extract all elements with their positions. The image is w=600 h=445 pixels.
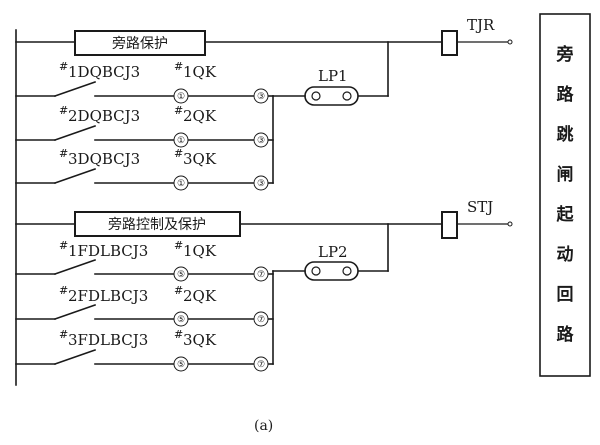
g2-row3-terminal-left-label: ⑤ (177, 360, 185, 370)
g2-row3-terminal-right (253, 356, 269, 372)
g1-row2-terminal-right-label: ③ (257, 136, 265, 146)
g1-row1-contact-blade (53, 80, 97, 98)
g2-row1-switch-hash: # (174, 239, 183, 252)
g1-row2-terminal-left (173, 132, 189, 148)
g2-row2-terminal-left (173, 311, 189, 327)
g2-link-pin-right (342, 266, 352, 276)
g1-relay-label: TJR (467, 16, 495, 34)
g2-row2-terminal-left-label: ⑤ (177, 315, 185, 325)
g2-row3-contact-hash: # (59, 328, 68, 341)
g1-row3-terminal-right-label: ③ (257, 179, 265, 189)
g2-row-2: ⑤ ⑦ # 2FDLBCJ3 # 2QK (15, 284, 274, 327)
g2-relay-label: STJ (467, 198, 493, 216)
g1-row2-contact-label: 2DQBCJ3 (68, 107, 140, 125)
g2-row-1: ⑤ ⑦ # 1FDLBCJ3 # 1QK (15, 239, 274, 282)
g2-row2-terminal-right (253, 311, 269, 327)
g1-row3-switch-hash: # (174, 147, 183, 160)
g1-row1-contact-hash: # (59, 60, 68, 73)
side-title-char-3: 跳 (557, 124, 574, 145)
g1-row2-terminal-left-label: ① (177, 136, 185, 146)
g2-row2-terminal-right-label: ⑦ (257, 315, 265, 325)
g1-row1-terminal-right-label: ③ (257, 92, 265, 102)
g1-row3-terminal-right (253, 175, 269, 191)
g2-link-label: LP2 (318, 243, 348, 261)
g2-row2-contact-label: 2FDLBCJ3 (68, 287, 148, 305)
g2-row1-terminal-left-label: ⑤ (177, 270, 185, 280)
g1-row-2: ① ③ # 2DQBCJ3 # 2QK (15, 104, 274, 148)
g1-row2-switch-label: 2QK (183, 107, 217, 125)
g2-row1-terminal-left (173, 266, 189, 282)
side-title-char-6: 动 (557, 245, 574, 265)
g2-row3-switch-label: 3QK (183, 331, 217, 349)
g1-link-label: LP1 (318, 67, 348, 85)
side-title-char-2: 路 (557, 84, 575, 105)
g1-row1-terminal-left-label: ① (177, 92, 185, 102)
g1-row2-contact-hash: # (59, 104, 68, 117)
g2-row3-terminal-right-label: ⑦ (257, 360, 265, 370)
side-title-box (539, 13, 591, 377)
g1-relay-terminal (507, 39, 513, 45)
g1-row3-contact-hash: # (59, 147, 68, 160)
g1-row1-switch-hash: # (174, 60, 183, 73)
g2-relay-coil (441, 211, 458, 239)
g1-relay-coil (441, 30, 458, 56)
g1-row1-switch-label: 1QK (183, 63, 217, 81)
g2-row3-terminal-left (173, 356, 189, 372)
g2-row2-switch-label: 2QK (183, 287, 217, 305)
g2-function-box (74, 211, 241, 237)
g1-row-1: ① ③ # 1DQBCJ3 # 1QK (15, 60, 274, 104)
g2-row2-switch-hash: # (174, 284, 183, 297)
side-title-char-4: 闸 (557, 164, 574, 185)
g1-row1-terminal-right (253, 88, 269, 104)
g1-row3-contact-blade (53, 167, 97, 185)
g1-link-pin-right (342, 91, 352, 101)
g1-row2-contact-blade (53, 124, 97, 142)
g2-row1-switch-label: 1QK (183, 242, 217, 260)
g2-relay-terminal (507, 221, 513, 227)
side-title-char-5: 起 (556, 204, 575, 225)
group-bypass-control-protection: 旁路控制及保护 STJ LP2 ⑤ ⑦ # 1FDLBCJ3 # (15, 198, 513, 372)
side-title-text: 旁 路 跳 闸 起 动 回 路 (556, 44, 575, 345)
g1-function-box (74, 30, 206, 56)
g2-row1-terminal-right-label: ⑦ (257, 270, 265, 280)
g2-row1-contact-hash: # (59, 239, 68, 252)
g2-function-box-label: 旁路控制及保护 (108, 216, 206, 233)
g1-row3-switch-label: 3QK (183, 150, 217, 168)
side-title-char-8: 路 (557, 324, 575, 345)
g2-link-pin-left (311, 266, 321, 276)
g1-row3-terminal-left (173, 175, 189, 191)
g2-row1-contact-label: 1FDLBCJ3 (68, 242, 148, 260)
g1-row3-contact-label: 3DQBCJ3 (68, 150, 140, 168)
g1-row2-terminal-right (253, 132, 269, 148)
g2-row3-switch-hash: # (174, 328, 183, 341)
g1-row1-terminal-left (173, 88, 189, 104)
side-title-char-7: 回 (557, 285, 574, 305)
g1-row3-terminal-left-label: ① (177, 179, 185, 189)
g2-row2-contact-blade (53, 303, 97, 321)
g2-row3-contact-label: 3FDLBCJ3 (68, 331, 148, 349)
g1-link-pin-left (311, 91, 321, 101)
figure-caption: (a) (254, 418, 273, 434)
g2-row1-terminal-right (253, 266, 269, 282)
g1-row1-contact-label: 1DQBCJ3 (68, 63, 140, 81)
g2-row-3: ⑤ ⑦ # 3FDLBCJ3 # 3QK (15, 328, 274, 372)
side-title-char-1: 旁 (556, 44, 574, 65)
g1-row-3: ① ③ # 3DQBCJ3 # 3QK (15, 147, 274, 191)
g2-row2-contact-hash: # (59, 284, 68, 297)
g1-function-box-label: 旁路保护 (112, 35, 168, 52)
g1-row2-switch-hash: # (174, 104, 183, 117)
g2-row3-contact-blade (53, 348, 97, 366)
g2-row1-contact-blade (53, 258, 97, 276)
group-bypass-protection: 旁路保护 TJR LP1 ① ③ # 1DQBCJ3 # (15, 16, 513, 191)
